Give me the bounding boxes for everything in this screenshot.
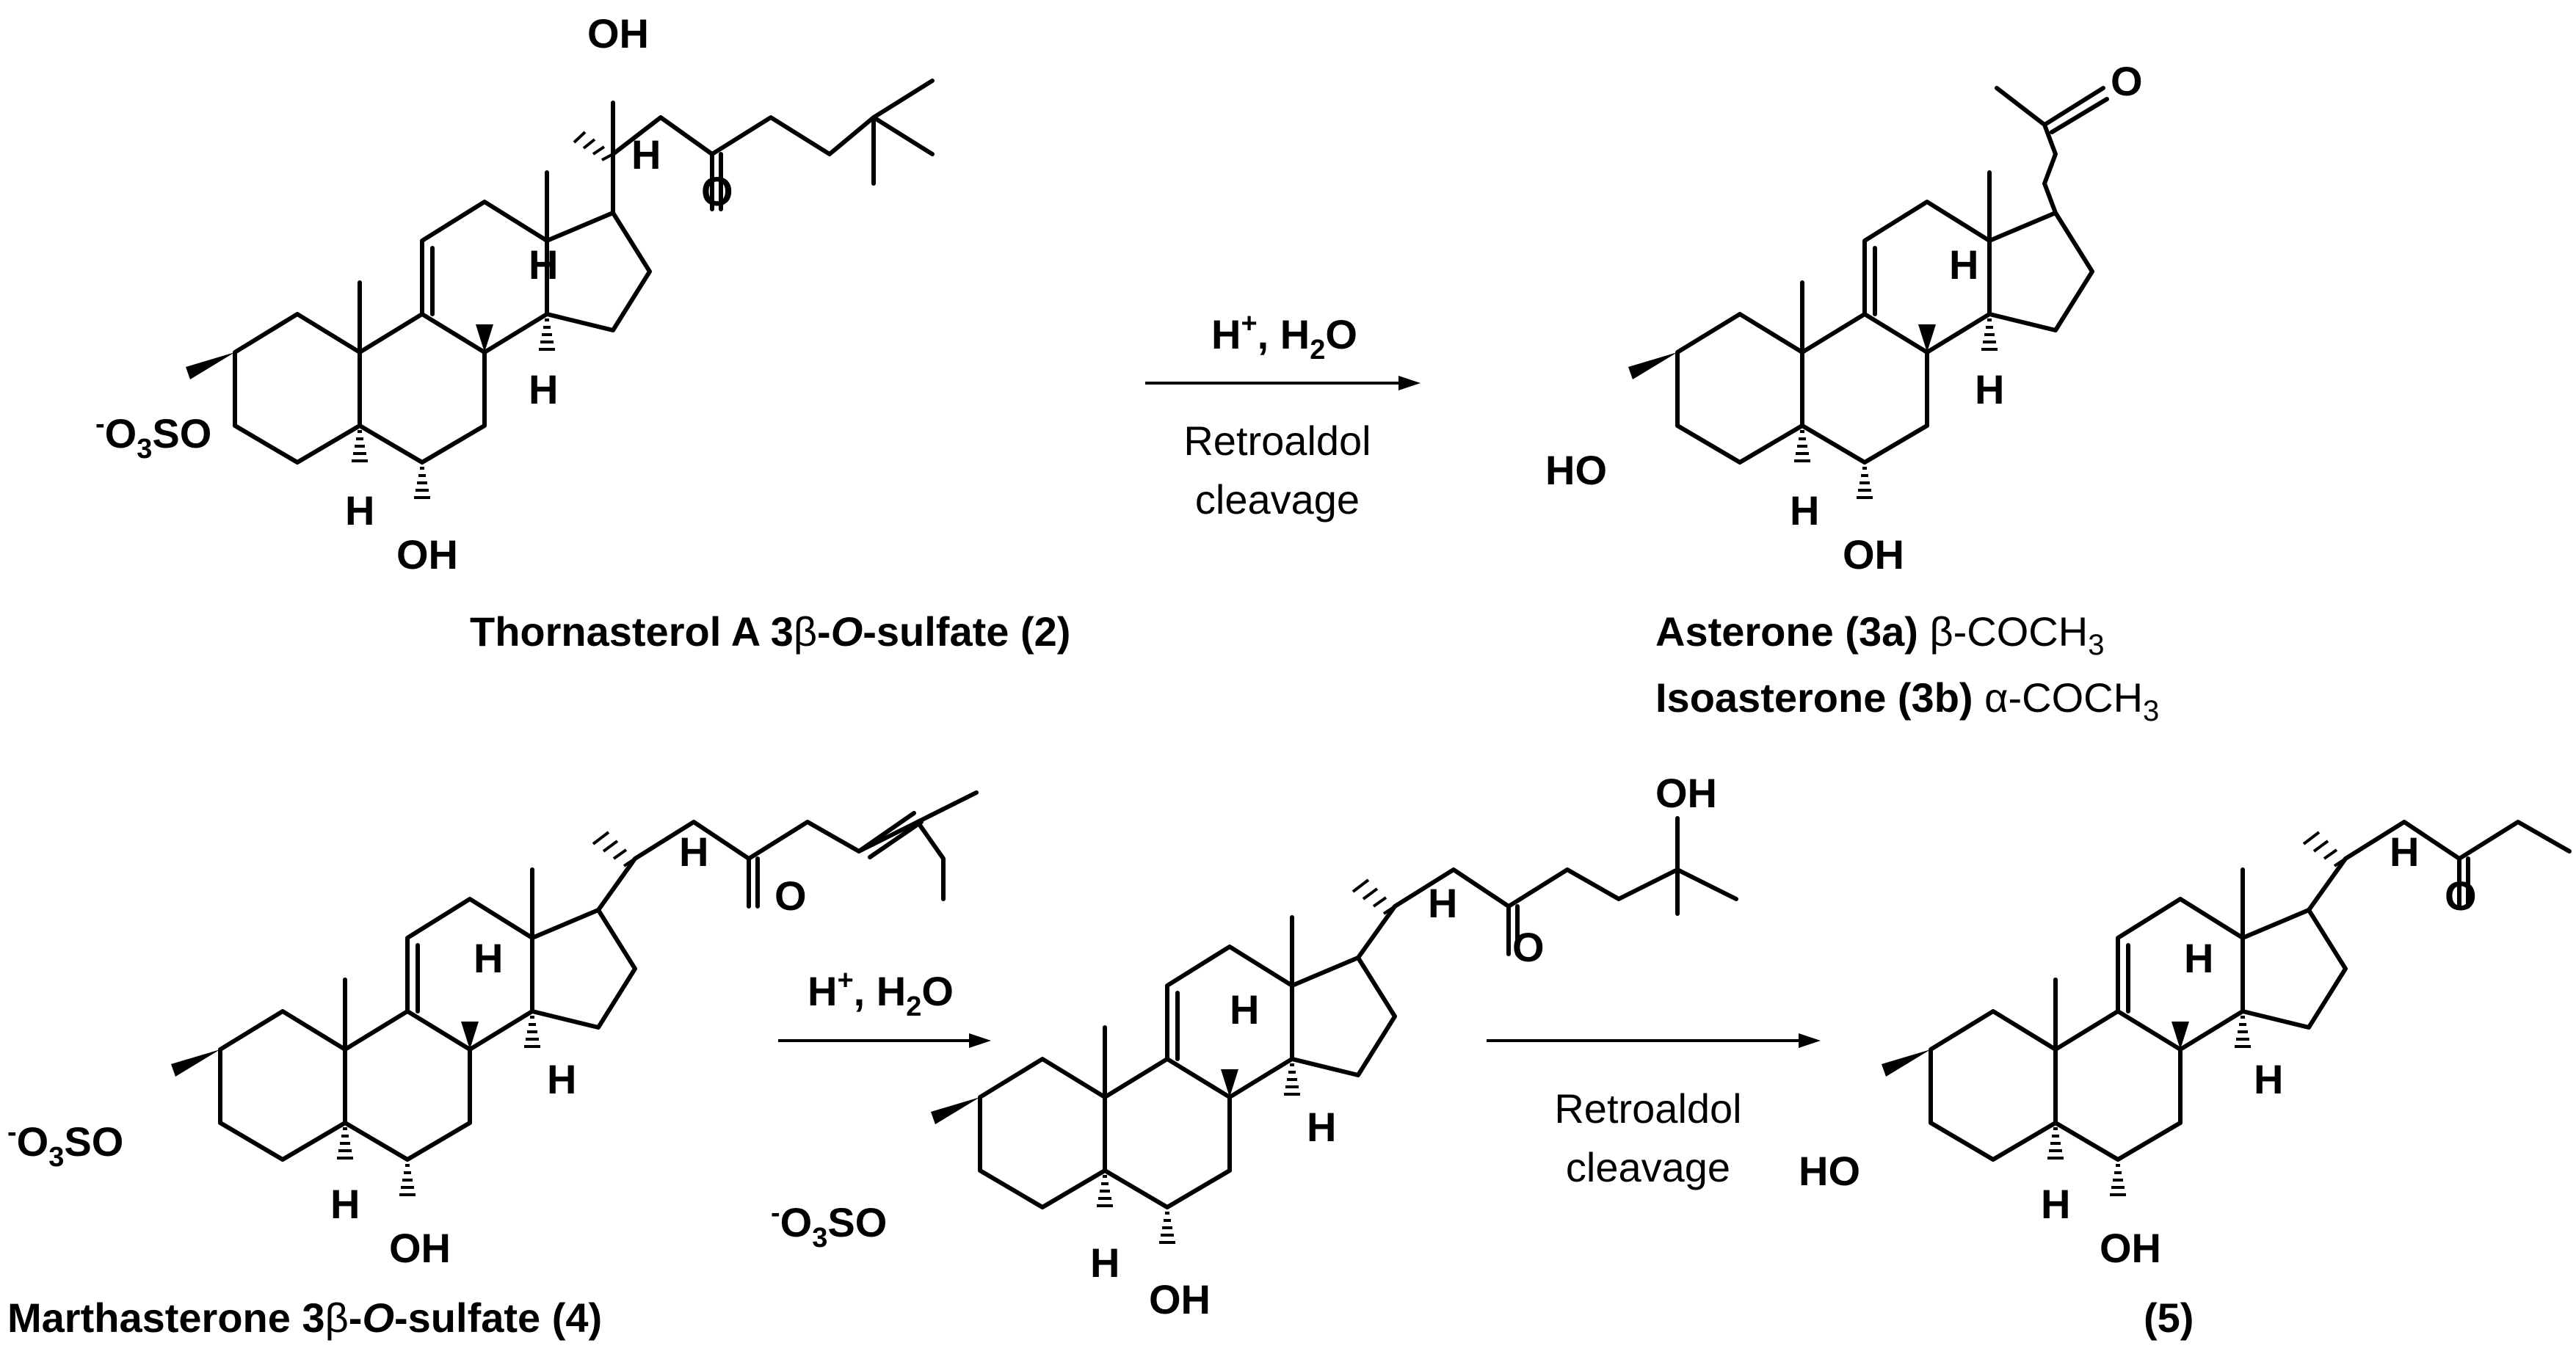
reaction-arrow-1-head — [1398, 376, 1421, 390]
marthasterone-h17: H — [679, 829, 708, 875]
asterone-ho3: HO — [1545, 447, 1607, 493]
arrow3-condition-line-1: Retroaldol — [1554, 1085, 1741, 1132]
thornasterol-h14: H — [529, 366, 558, 412]
compound5-oh6: OH — [2100, 1225, 2161, 1271]
compound-intermediate-structure — [931, 816, 1738, 1242]
marthasterone-h5: H — [330, 1181, 360, 1227]
compound-thornasterol-structure — [186, 79, 935, 498]
thornasterol-ketone-o: O — [701, 168, 733, 214]
arrow1-condition-line-2: cleavage — [1195, 476, 1360, 523]
compound5-name: (5) — [2144, 1295, 2194, 1341]
marthasterone-sulfate-label: -O3SO — [7, 1117, 123, 1173]
arrow3-condition-line-2: cleavage — [1566, 1144, 1730, 1190]
thornasterol-h9: H — [529, 241, 558, 288]
arrow2-reagents: H+, H2O — [808, 965, 954, 1022]
arrow1-reagents: H+, H2O — [1211, 308, 1357, 365]
thornasterol-name: Thornasterol A 3β-O-sulfate (2) — [470, 608, 1070, 655]
compound5-h14: H — [2254, 1056, 2283, 1102]
intermediate-sulfate-label: -O3SO — [771, 1198, 887, 1253]
asterone-name-line-2: Isoasterone (3b) α-COCH3 — [1655, 674, 2159, 727]
marthasterone-oh6: OH — [389, 1225, 451, 1271]
asterone-h5: H — [1790, 487, 1819, 534]
compound5-ho3: HO — [1799, 1148, 1860, 1194]
asterone-name-line-1: Asterone (3a) β-COCH3 — [1655, 608, 2104, 661]
intermediate-side-oh: OH — [1655, 770, 1717, 816]
intermediate-h17: H — [1428, 880, 1457, 926]
intermediate-h14: H — [1307, 1104, 1336, 1150]
marthasterone-h14: H — [547, 1056, 576, 1102]
compound5-h17: H — [2390, 829, 2419, 875]
thornasterol-side-oh: OH — [587, 10, 649, 57]
intermediate-ketone-o: O — [1512, 924, 1545, 970]
thornasterol-h5: H — [345, 487, 374, 534]
asterone-h9: H — [1949, 241, 1978, 288]
asterone-oh6: OH — [1843, 531, 1904, 578]
reaction-arrow-2-head — [969, 1033, 991, 1048]
marthasterone-ketone-o: O — [774, 873, 807, 919]
thornasterol-sulfate-label: -O3SO — [95, 409, 211, 465]
asterone-ketone-o: O — [2111, 58, 2143, 104]
asterone-h14: H — [1975, 366, 2004, 412]
compound-asterone-structure — [1628, 86, 2109, 498]
marthasterone-name: Marthasterone 3β-O-sulfate (4) — [7, 1295, 602, 1341]
marthasterone-h9: H — [474, 935, 503, 981]
arrow1-condition-line-1: Retroaldol — [1183, 418, 1371, 464]
compound5-h5: H — [2041, 1181, 2070, 1227]
reaction-arrow-3-head — [1799, 1033, 1821, 1048]
thornasterol-oh6: OH — [396, 531, 458, 578]
thornasterol-h17: H — [631, 131, 661, 178]
intermediate-oh6: OH — [1149, 1276, 1211, 1322]
compound5-h9: H — [2184, 935, 2213, 981]
intermediate-h5: H — [1090, 1240, 1120, 1286]
compound-marthasterone-structure — [171, 790, 979, 1195]
intermediate-h9: H — [1230, 986, 1259, 1033]
compound5-ketone-o: O — [2445, 873, 2477, 919]
compound-5-structure — [1882, 820, 2572, 1195]
